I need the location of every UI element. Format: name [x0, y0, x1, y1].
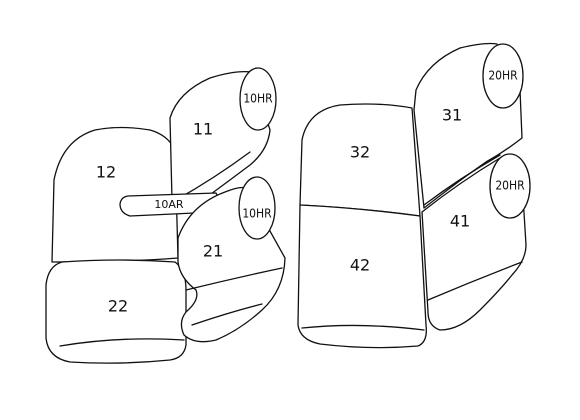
headrest-10hr-bottom-shape — [238, 176, 276, 240]
part-42-label: 42 — [350, 256, 370, 275]
part-22-label: 22 — [108, 297, 128, 316]
headrest-10hr-top-label: 10HR — [243, 92, 273, 106]
headrest-10hr-top: 10HR — [239, 67, 277, 131]
part-31-label: 31 — [442, 106, 462, 125]
part-22-shape — [45, 259, 187, 364]
headrest-10hr-bottom: 10HR — [238, 176, 276, 240]
armrest-10ar: 10AR — [119, 192, 220, 217]
part-32: 32 — [299, 103, 421, 217]
part-21-seam-lower — [191, 303, 263, 326]
headrest-20hr-bottom: 20HR — [489, 153, 531, 219]
part-11-label: 11 — [193, 120, 213, 139]
headrest-10hr-bottom-label: 10HR — [242, 207, 272, 221]
armrest-10ar-label: 10AR — [154, 198, 184, 211]
headrest-20hr-top-shape — [482, 43, 524, 109]
part-22: 22 — [45, 259, 187, 364]
part-41-seam — [427, 261, 523, 301]
part-12-label: 12 — [96, 163, 116, 182]
part-21-seam — [185, 267, 283, 291]
part-42: 42 — [297, 204, 427, 349]
part-42-seam — [301, 324, 425, 331]
part-22-seam — [59, 338, 185, 347]
headrest-20hr-bottom-label: 20HR — [495, 179, 525, 193]
part-32-label: 32 — [350, 143, 370, 162]
part-41-label: 41 — [450, 212, 470, 231]
part-21-label: 21 — [203, 242, 223, 261]
part-31-seam — [423, 154, 501, 206]
part-42-shape — [297, 204, 427, 349]
headrest-20hr-top: 20HR — [482, 43, 524, 109]
headrest-20hr-top-label: 20HR — [488, 69, 518, 83]
headrest-10hr-top-shape — [239, 67, 277, 131]
headrest-20hr-bottom-shape — [489, 153, 531, 219]
